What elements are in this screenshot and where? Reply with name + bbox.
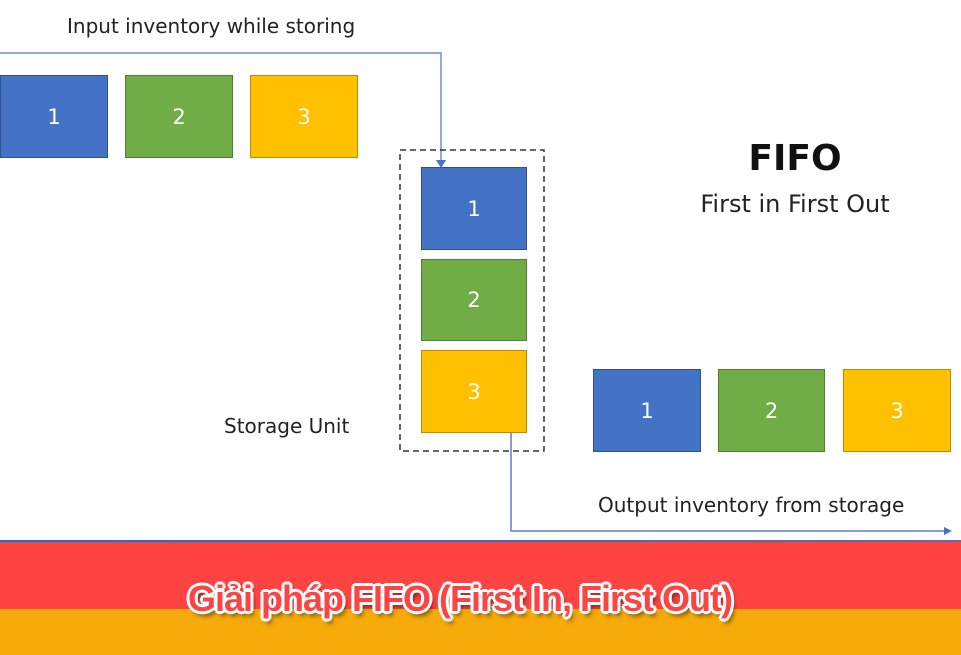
storage-box-3: 3 xyxy=(421,350,527,433)
input-box-2: 2 xyxy=(125,75,233,158)
input-label: Input inventory while storing xyxy=(67,14,356,38)
input-arrow xyxy=(0,52,442,164)
output-box-2: 2 xyxy=(718,369,825,452)
diagram-title: FIFO xyxy=(748,138,842,179)
storage-unit-border xyxy=(399,149,545,452)
input-box-3: 3 xyxy=(250,75,358,158)
banner-title: Giải pháp FIFO (First In, First Out) xyxy=(188,578,733,619)
input-box-1: 1 xyxy=(0,75,108,158)
storage-box-1: 1 xyxy=(421,167,527,250)
input-arrowhead xyxy=(436,160,446,168)
output-box-1: 1 xyxy=(593,369,701,452)
banner-orange-band xyxy=(0,609,961,655)
storage-box-2: 2 xyxy=(421,259,527,341)
banner-red-band xyxy=(0,542,961,609)
output-box-3: 3 xyxy=(843,369,951,452)
output-arrow xyxy=(510,433,946,532)
banner-top-line xyxy=(0,540,961,543)
storage-label: Storage Unit xyxy=(224,414,350,438)
diagram-subtitle: First in First Out xyxy=(700,190,890,218)
output-arrowhead xyxy=(944,527,952,535)
output-label: Output inventory from storage xyxy=(598,493,905,517)
